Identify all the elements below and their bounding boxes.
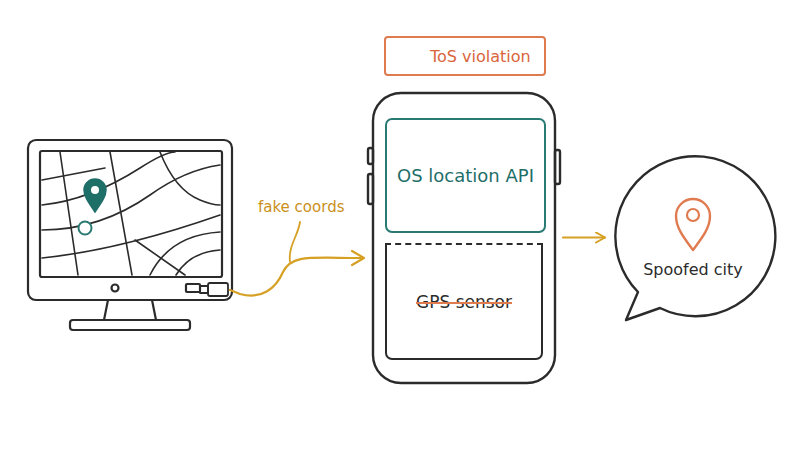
phone-body (373, 93, 555, 383)
usb-wire (230, 258, 362, 296)
map-streets (42, 152, 220, 275)
wire-arrowhead (352, 251, 364, 265)
node-text: ToS violation (430, 47, 531, 66)
api-box: OS location API (385, 118, 546, 233)
sensor-box: GPS sensor (385, 243, 543, 360)
node-text: GPS sensor (416, 292, 512, 312)
warning-box: ToS violation (384, 36, 546, 76)
map-pin (84, 179, 106, 212)
bubble-shape (615, 156, 775, 320)
node-text: Spoofed city (643, 260, 743, 279)
wire-label: fake coords (258, 198, 344, 216)
map-dot (79, 222, 92, 235)
usb-port (186, 284, 200, 292)
monitor-body (28, 140, 232, 300)
monitor-neck (104, 300, 156, 320)
location-pin (676, 199, 710, 250)
map-pin-hole (91, 186, 99, 194)
usb-plug (208, 283, 228, 296)
node-text: OS location API (397, 165, 534, 186)
monitor-screen (40, 151, 222, 277)
location-pin-hole (687, 209, 699, 221)
usb-plug-tip (200, 286, 208, 293)
monitor-base (70, 320, 190, 330)
power-dot (112, 285, 119, 292)
flow-arrow (563, 236, 605, 238)
phone-button (555, 150, 560, 184)
speech-bubble: Spoofed city (608, 152, 778, 327)
leader-line (290, 222, 300, 262)
phone-button (368, 148, 373, 164)
phone-button (368, 174, 373, 204)
bubble-outline (608, 152, 778, 327)
